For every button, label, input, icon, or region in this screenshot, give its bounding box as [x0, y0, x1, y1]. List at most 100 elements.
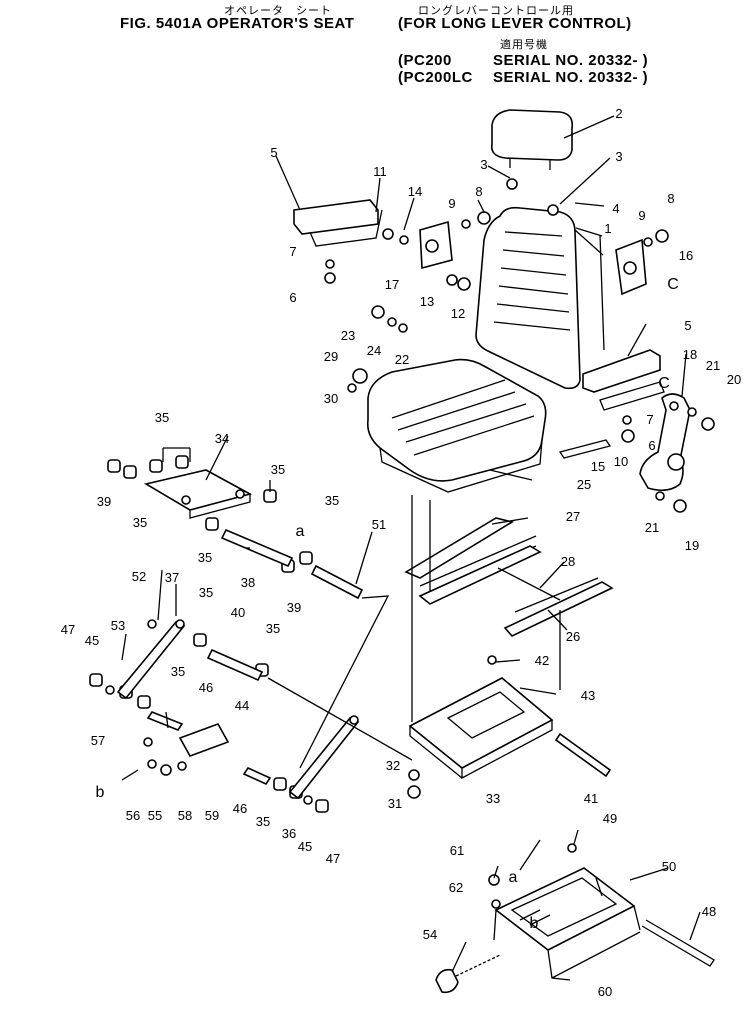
label-12: 12 — [451, 306, 465, 321]
label-35f: 35 — [199, 585, 213, 600]
label-35a: 35 — [155, 410, 169, 425]
label-6b: 6 — [648, 438, 655, 453]
label-43: 43 — [581, 688, 595, 703]
label-47a: 47 — [61, 622, 75, 637]
label-37: 37 — [165, 570, 179, 585]
shafts — [146, 528, 612, 786]
label-20: 20 — [727, 372, 741, 387]
label-8b: 8 — [667, 191, 674, 206]
frame-34 — [143, 469, 253, 519]
label-29: 29 — [324, 349, 338, 364]
serial-number-1: SERIAL NO. 20332- ) — [493, 52, 649, 69]
label-14: 14 — [408, 184, 422, 199]
label-10: 10 — [614, 454, 628, 469]
label-62: 62 — [449, 880, 463, 895]
label-31: 31 — [388, 796, 402, 811]
label-44: 44 — [235, 698, 249, 713]
label-3a: 3 — [480, 157, 487, 172]
label-15: 15 — [591, 459, 605, 474]
label-24: 24 — [367, 343, 381, 358]
label-32: 32 — [386, 758, 400, 773]
knob-54 — [435, 954, 501, 994]
label-23: 23 — [341, 328, 355, 343]
label-21a: 21 — [706, 358, 720, 373]
slide-rail-26 — [503, 577, 614, 637]
label-35g: 35 — [266, 621, 280, 636]
label-6a: 6 — [289, 290, 296, 305]
jp-subtitle: ロングレバーコントロール用 — [418, 5, 574, 17]
seat-cushion — [366, 358, 547, 493]
label-57: 57 — [91, 733, 105, 748]
label-7b: 7 — [646, 412, 653, 427]
label-54: 54 — [423, 927, 437, 942]
assembly-lines — [267, 495, 561, 871]
label-8a: 8 — [475, 184, 482, 199]
serial-model-2: (PC200LC — [398, 69, 473, 86]
label-35d: 35 — [325, 493, 339, 508]
label-36: 36 — [282, 826, 296, 841]
label-9b: 9 — [638, 208, 645, 223]
jp-title: オペレータ シート — [224, 5, 332, 17]
bracket-16 — [615, 238, 647, 296]
hardware — [105, 178, 715, 909]
label-35i: 35 — [256, 814, 270, 829]
headrest — [490, 109, 574, 170]
label-45b: 45 — [298, 839, 312, 854]
label-35e: 35 — [198, 550, 212, 565]
label-28: 28 — [561, 554, 575, 569]
armrest-right — [582, 349, 665, 411]
label-27: 27 — [566, 509, 580, 524]
serial-model-1: (PC200 — [398, 52, 452, 69]
label-46a: 46 — [199, 680, 213, 695]
part-labels: 1 2 3 3 4 5 5 6 6 7 7 8 8 9 9 10 11 12 1… — [61, 106, 741, 999]
label-13: 13 — [420, 294, 434, 309]
label-16: 16 — [679, 248, 693, 263]
block-44 — [178, 723, 230, 757]
armrest-left — [293, 199, 383, 247]
label-17: 17 — [385, 277, 399, 292]
figure-header: オペレータ シート ロングレバーコントロール用 FIG. 5401A OPERA… — [0, 0, 743, 90]
label-42: 42 — [535, 653, 549, 668]
label-35h: 35 — [171, 664, 185, 679]
label-55: 55 — [148, 808, 162, 823]
leader-lines — [121, 115, 701, 973]
label-56: 56 — [126, 808, 140, 823]
rod-15 — [558, 439, 612, 459]
label-25: 25 — [577, 477, 591, 492]
label-47b: 47 — [326, 851, 340, 866]
label-5a: 5 — [270, 145, 277, 160]
recline-lever — [639, 393, 691, 492]
jp-applicable: 適用号機 — [500, 39, 548, 51]
label-60: 60 — [598, 984, 612, 999]
label-38: 38 — [241, 575, 255, 590]
label-c-lower: C — [658, 375, 670, 392]
bracket-17 — [419, 220, 453, 270]
label-9a: 9 — [448, 196, 455, 211]
label-34: 34 — [215, 431, 229, 446]
figure-variant: (FOR LONG LEVER CONTROL) — [398, 15, 632, 32]
label-5b: 5 — [684, 318, 691, 333]
label-39b: 39 — [287, 600, 301, 615]
label-50: 50 — [662, 859, 676, 874]
wire-28 — [497, 567, 561, 601]
serial-number-2: SERIAL NO. 20332- ) — [493, 69, 649, 86]
figure-title: FIG. 5401A OPERATOR'S SEAT — [120, 15, 355, 32]
label-26: 26 — [566, 629, 580, 644]
label-1: 1 — [604, 221, 611, 236]
label-19: 19 — [685, 538, 699, 553]
label-52: 52 — [132, 569, 146, 584]
label-59: 59 — [205, 808, 219, 823]
label-46b: 46 — [233, 801, 247, 816]
label-40: 40 — [231, 605, 245, 620]
label-33: 33 — [486, 791, 500, 806]
label-53: 53 — [111, 618, 125, 633]
slide-rail-27 — [404, 517, 542, 605]
seat-back — [475, 206, 605, 390]
label-61: 61 — [450, 843, 464, 858]
label-3b: 3 — [615, 149, 622, 164]
label-22: 22 — [395, 352, 409, 367]
label-58: 58 — [178, 808, 192, 823]
label-35c: 35 — [271, 462, 285, 477]
label-51: 51 — [372, 517, 386, 532]
